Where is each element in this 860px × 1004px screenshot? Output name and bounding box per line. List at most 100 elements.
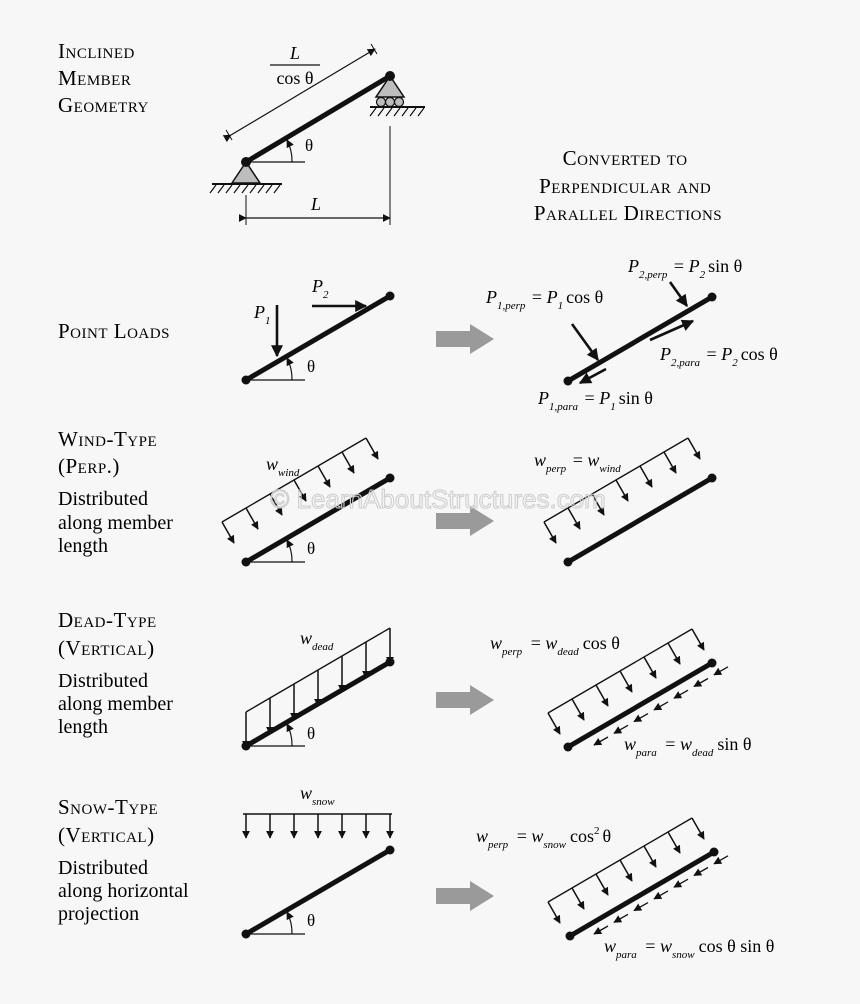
load-arrow	[341, 451, 355, 474]
angle-arc	[286, 139, 294, 163]
load-arrow	[593, 925, 609, 935]
member-point-left	[244, 293, 392, 383]
snow-perp-arrows	[547, 817, 705, 924]
point-loads-title: Point Loads	[58, 319, 170, 343]
dead-left: wdead θ	[241, 627, 395, 751]
load-arrow	[619, 859, 633, 882]
ground-hatch	[209, 184, 281, 194]
load-arrow	[619, 670, 633, 693]
p2-para-arrow	[649, 319, 695, 342]
snow-para-arrows	[593, 855, 729, 935]
load-arrow	[269, 493, 283, 516]
snow-angle-label: θ	[307, 911, 315, 930]
convert-arrow-icon	[436, 506, 494, 536]
angle-arc	[286, 723, 294, 747]
angle-arc	[286, 357, 294, 381]
load-arrow	[547, 901, 561, 924]
dead-para-arrows	[593, 666, 729, 746]
convert-arrow-icon	[436, 685, 494, 715]
snow-title: Snow-Type (Vertical)	[58, 795, 164, 847]
load-arrow	[639, 465, 653, 488]
load-arrow	[643, 845, 657, 868]
inclined-member	[244, 73, 392, 165]
wind-angle-label: θ	[307, 539, 315, 558]
load-arrow	[613, 724, 629, 734]
point-loads-left: P1 P2 θ	[241, 276, 395, 385]
load-arrow	[653, 701, 669, 711]
snow-note: Distributed along horizontal projection	[58, 857, 194, 925]
wind-right: wperp = wwind	[534, 437, 717, 567]
load-arrow	[653, 890, 669, 900]
load-arrow	[663, 451, 677, 474]
load-arrow	[595, 684, 609, 707]
load-arrow	[567, 507, 581, 530]
member-wind-right	[566, 475, 714, 565]
member-wind-left	[244, 475, 392, 565]
load-arrow	[673, 689, 689, 699]
snow-load-arrows	[242, 814, 394, 839]
w-wind-label: wwind	[266, 454, 300, 479]
p2-perp-arrow	[668, 281, 689, 307]
horizontal-length-label: L	[310, 194, 321, 214]
wind-note: Distributed along member length	[58, 488, 178, 557]
convert-arrow-icon	[436, 324, 494, 354]
load-arrow	[693, 866, 709, 877]
wind-perp-arrows	[543, 437, 701, 544]
load-arrow	[691, 817, 705, 840]
load-arrow	[633, 713, 649, 723]
load-arrow	[687, 437, 701, 460]
roller-node	[385, 71, 395, 81]
load-arrow	[543, 521, 557, 544]
load-arrow	[245, 507, 259, 530]
load-arrow	[615, 479, 629, 502]
dead-perp-arrows	[547, 628, 705, 735]
load-arrow	[293, 479, 307, 502]
load-arrow	[673, 878, 689, 888]
inclined-length-denominator: cos θ	[276, 68, 313, 88]
load-arrow	[547, 712, 561, 735]
load-arrow	[365, 437, 379, 460]
p1-para-arrow	[578, 367, 607, 385]
load-arrow	[691, 628, 705, 651]
angle-arc	[286, 911, 294, 935]
load-arrow	[221, 521, 235, 544]
snow-left: wsnow θ	[241, 783, 395, 939]
load-arrow	[693, 677, 709, 688]
inclined-length-numerator: L	[289, 43, 300, 63]
load-arrow	[713, 855, 729, 865]
wind-load-arrows	[221, 437, 379, 544]
load-arrow	[633, 902, 649, 912]
load-arrow	[613, 913, 629, 923]
load-arrow	[591, 493, 605, 516]
wind-left: wwind θ	[221, 437, 395, 567]
load-arrow	[595, 873, 609, 896]
dead-note: Distributed along member length	[58, 670, 178, 738]
w-snow-label: wsnow	[300, 783, 335, 808]
load-arrow	[571, 887, 585, 910]
w-dead-label: wdead	[300, 628, 334, 653]
load-arrow	[667, 642, 681, 665]
load-arrow	[643, 656, 657, 679]
angle-arc	[286, 539, 294, 563]
load-arrow	[317, 465, 331, 488]
wind-perp-equation: wperp = wwind	[534, 450, 621, 475]
member-snow-left	[244, 847, 392, 937]
p1-label: P1	[253, 302, 271, 327]
p2-label: P2	[311, 276, 329, 301]
converted-heading: Converted to Perpendicular and Parallel …	[534, 146, 722, 225]
p1-perp-arrow	[570, 323, 600, 361]
load-arrow	[713, 666, 729, 676]
point-angle-label: θ	[307, 357, 315, 376]
